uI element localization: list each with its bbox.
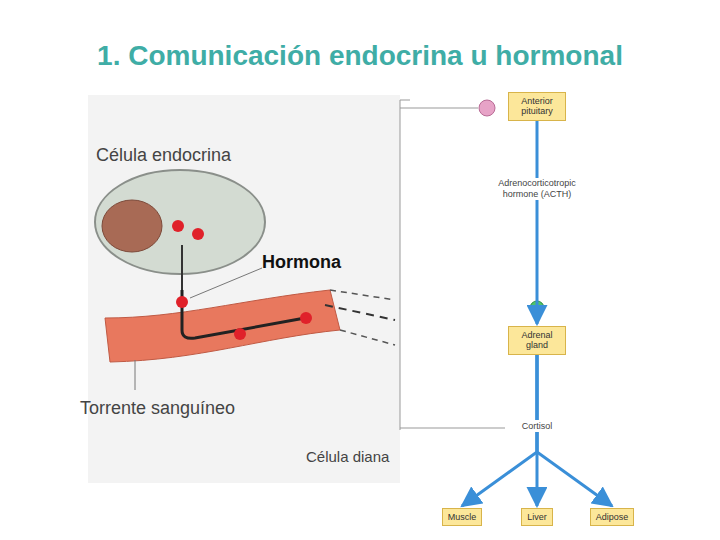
box-text: Adipose: [596, 512, 629, 522]
box-text: Muscle: [448, 512, 477, 522]
endocrine-cell: [95, 170, 265, 274]
process-box: Adrenal gland: [508, 326, 566, 355]
part-label: Célula diana: [306, 448, 389, 465]
process-box: Muscle: [442, 508, 483, 526]
bracket: [400, 100, 505, 430]
hormone-dot: [300, 312, 312, 324]
hormone-dot: [176, 296, 188, 308]
hormone-dot: [234, 328, 246, 340]
part-label: Torrente sanguíneo: [80, 398, 235, 419]
secretion-line: [181, 245, 183, 290]
flow-arrow: [536, 121, 539, 324]
leader-line: [135, 360, 136, 390]
process-box: Adipose: [590, 508, 635, 526]
process-box: Liver: [521, 508, 553, 526]
edge-label: Adrenocorticotropic hormone (ACTH): [492, 178, 582, 200]
slide-title: 1. Comunicación endocrina u hormonal: [0, 40, 720, 72]
signal-dot: [479, 100, 495, 116]
nucleus: [102, 200, 162, 252]
box-text: Liver: [527, 512, 547, 522]
part-label: Célula endocrina: [96, 145, 231, 166]
hormone-dot: [172, 220, 184, 232]
box-text: Adrenal gland: [514, 330, 560, 351]
flow-dash: [325, 305, 395, 320]
hormone-dot: [192, 228, 204, 240]
blood-vessel: [105, 290, 340, 362]
leader-line: [190, 268, 262, 298]
part-label: Hormona: [262, 252, 341, 273]
box-text: Anterior pituitary: [514, 96, 560, 117]
part-label: Cortisol: [520, 420, 555, 432]
panel-ground: [88, 95, 400, 483]
process-box: Anterior pituitary: [508, 92, 566, 121]
